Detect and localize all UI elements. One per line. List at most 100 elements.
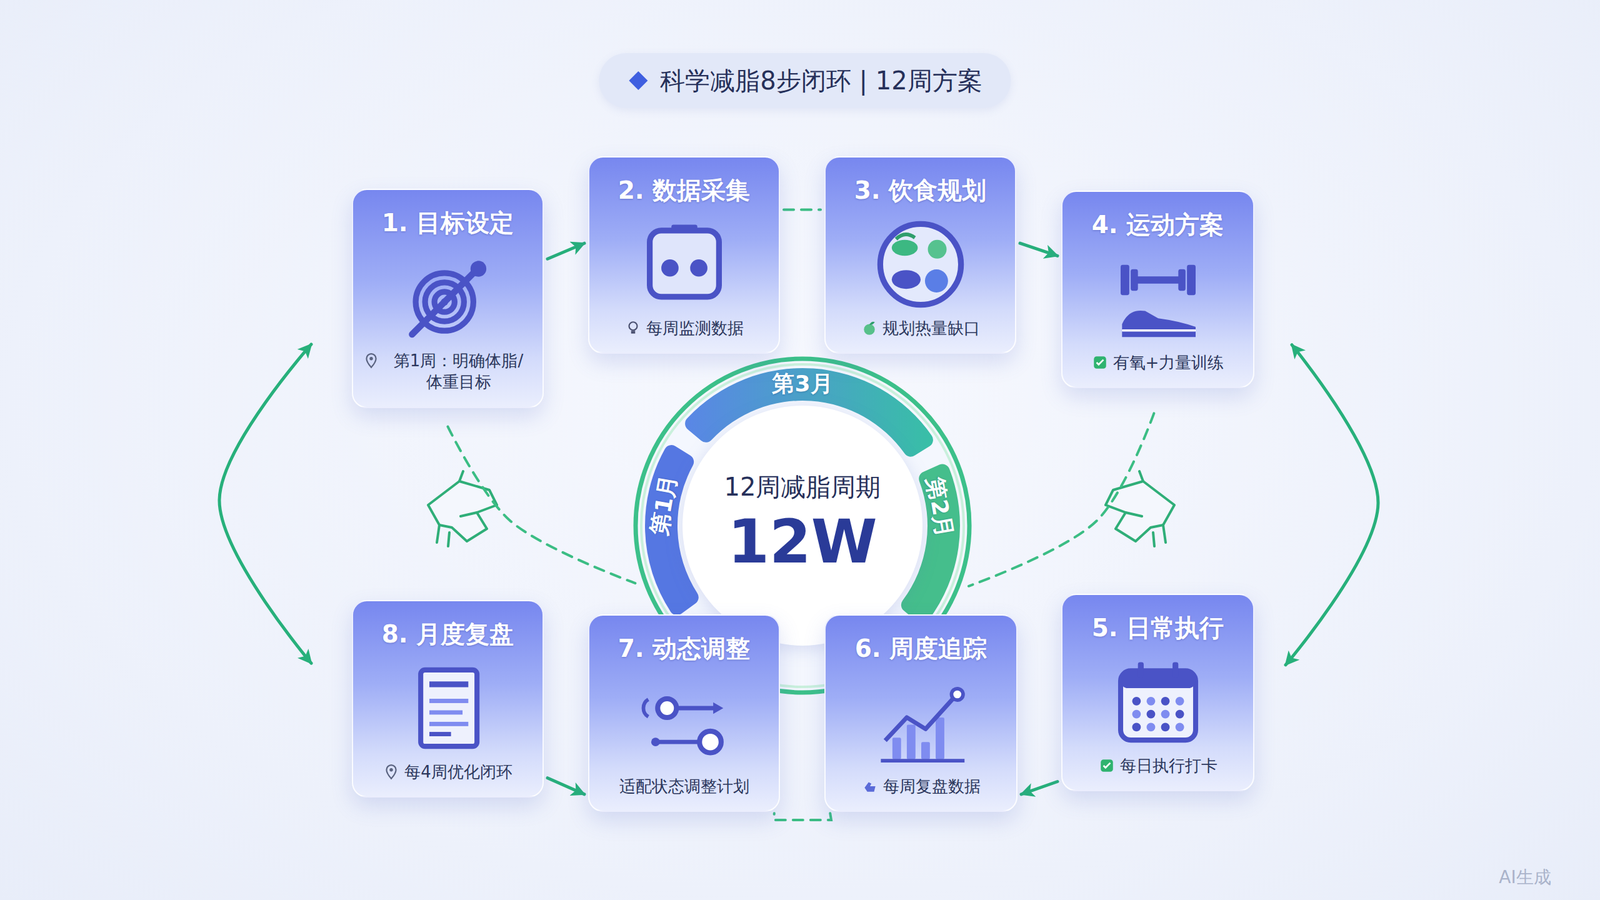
decor-shape (880, 758, 965, 763)
decor-shape (630, 330, 635, 334)
flow-arrow (547, 778, 585, 795)
box-heading: 3. 饮食规划 (854, 173, 987, 208)
decor-shape (1146, 696, 1155, 706)
decor-shape (1121, 310, 1196, 337)
box-heading: 2. 数据采集 (618, 173, 751, 208)
hand-icon (428, 471, 497, 547)
decor-shape (713, 702, 724, 714)
box-heading: 1. 目标设定 (381, 206, 515, 240)
decor-shape (429, 698, 469, 704)
box-note: 每周复盘数据 (883, 775, 981, 797)
dashed-link (968, 413, 1154, 586)
decor-shape (699, 731, 722, 754)
decor-shape (951, 688, 963, 700)
process-box: 1. 目标设定第1周：明确体脂/ 体重目标 (351, 188, 544, 409)
box-heading: 7. 动态调整 (618, 631, 751, 666)
note-row: 第1周：明确体脂/ 体重目标 (363, 350, 533, 394)
decor-shape (628, 321, 637, 330)
decor-shape (411, 270, 476, 335)
decor-shape (420, 670, 477, 747)
flow-arrow (219, 344, 312, 664)
step-icon (1098, 251, 1218, 346)
decor-shape (924, 269, 948, 293)
decor-shape (891, 240, 918, 256)
decor-shape (1146, 710, 1155, 719)
box-heading: 8. 月度复盘 (381, 617, 515, 652)
decor-shape (429, 710, 463, 715)
decor-shape (927, 240, 947, 259)
decor-shape (657, 698, 677, 718)
decor-shape (1160, 722, 1170, 732)
decor-shape (1125, 471, 1166, 547)
decor-shape (1121, 329, 1196, 332)
note-row: 每周监测数据 (599, 317, 769, 339)
decor-shape (1131, 710, 1141, 719)
step-icon (861, 675, 981, 770)
hub-number: 12W (727, 509, 877, 576)
decor-shape (429, 731, 452, 737)
note-symbol (1098, 757, 1115, 774)
decor-shape (880, 223, 961, 305)
decor-shape (921, 741, 930, 760)
decor-shape (1175, 696, 1184, 706)
decor-shape (1160, 710, 1170, 719)
decor-shape (891, 737, 901, 760)
decor-shape (1130, 269, 1139, 292)
box-note: 第1周：明确体脂/ 体重目标 (384, 350, 533, 394)
dashed-link (448, 426, 636, 584)
box-note: 每4周优化闭环 (404, 761, 513, 783)
watermark: AI生成 (1498, 865, 1551, 890)
dashed-link (783, 208, 821, 211)
decor-shape (1137, 662, 1144, 679)
decor-shape (661, 259, 679, 277)
decor-shape (650, 737, 660, 747)
decor-shape (690, 259, 708, 277)
box-note: 每日执行打卡 (1120, 755, 1218, 777)
process-box: 8. 月度复盘每4周优化闭环 (351, 600, 544, 798)
decor-shape (470, 260, 486, 277)
box-note: 有氧+力量训练 (1113, 351, 1225, 374)
decor-shape (863, 324, 875, 335)
process-box: 3. 饮食规划规划热量缺口 (824, 156, 1017, 354)
decor-shape (635, 358, 970, 693)
step-icon (625, 675, 744, 770)
note-row: 有氧+力量训练 (1072, 351, 1244, 374)
decor-shape (885, 698, 953, 741)
decor-shape (1186, 265, 1196, 295)
decor-shape (390, 768, 394, 772)
decor-shape (643, 699, 649, 717)
decor-shape (1131, 722, 1141, 732)
decor-shape (1100, 759, 1114, 772)
decor-shape (895, 234, 915, 240)
process-box: 5. 日常执行每日执行打卡 (1061, 593, 1255, 792)
flow-arrow (1020, 243, 1058, 256)
hand-icon (1105, 471, 1175, 547)
decor-shape (429, 681, 469, 687)
process-box: 6. 周度追踪每周复盘数据 (824, 614, 1018, 812)
decor-shape (1120, 670, 1196, 740)
step-icon (861, 217, 980, 312)
decor-shape (649, 230, 719, 297)
decor-shape (1120, 670, 1196, 689)
decor-shape (1146, 722, 1155, 732)
diamond-symbol (627, 70, 649, 92)
box-heading: 4. 运动方案 (1091, 208, 1225, 242)
box-heading: 6. 周度追踪 (855, 631, 988, 666)
decor-shape (1178, 269, 1186, 292)
flow-arrow (547, 243, 585, 259)
flow-arrow (1285, 345, 1379, 665)
note-row: 规划热量缺口 (835, 317, 1005, 339)
decor-shape (429, 721, 469, 727)
process-box: 4. 运动方案有氧+力量训练 (1061, 190, 1255, 389)
decor-shape (935, 717, 945, 760)
note-symbol (383, 763, 400, 780)
note-row: 适配状态调整计划 (599, 775, 769, 797)
decor-shape (869, 321, 875, 325)
decor-shape (1160, 696, 1170, 706)
decor-shape (682, 405, 923, 646)
step-icon (388, 250, 508, 344)
step-icon (1098, 655, 1218, 749)
box-heading: 5. 日常执行 (1091, 611, 1225, 645)
box-note: 每周监测数据 (646, 317, 744, 339)
dashed-link (773, 813, 832, 820)
